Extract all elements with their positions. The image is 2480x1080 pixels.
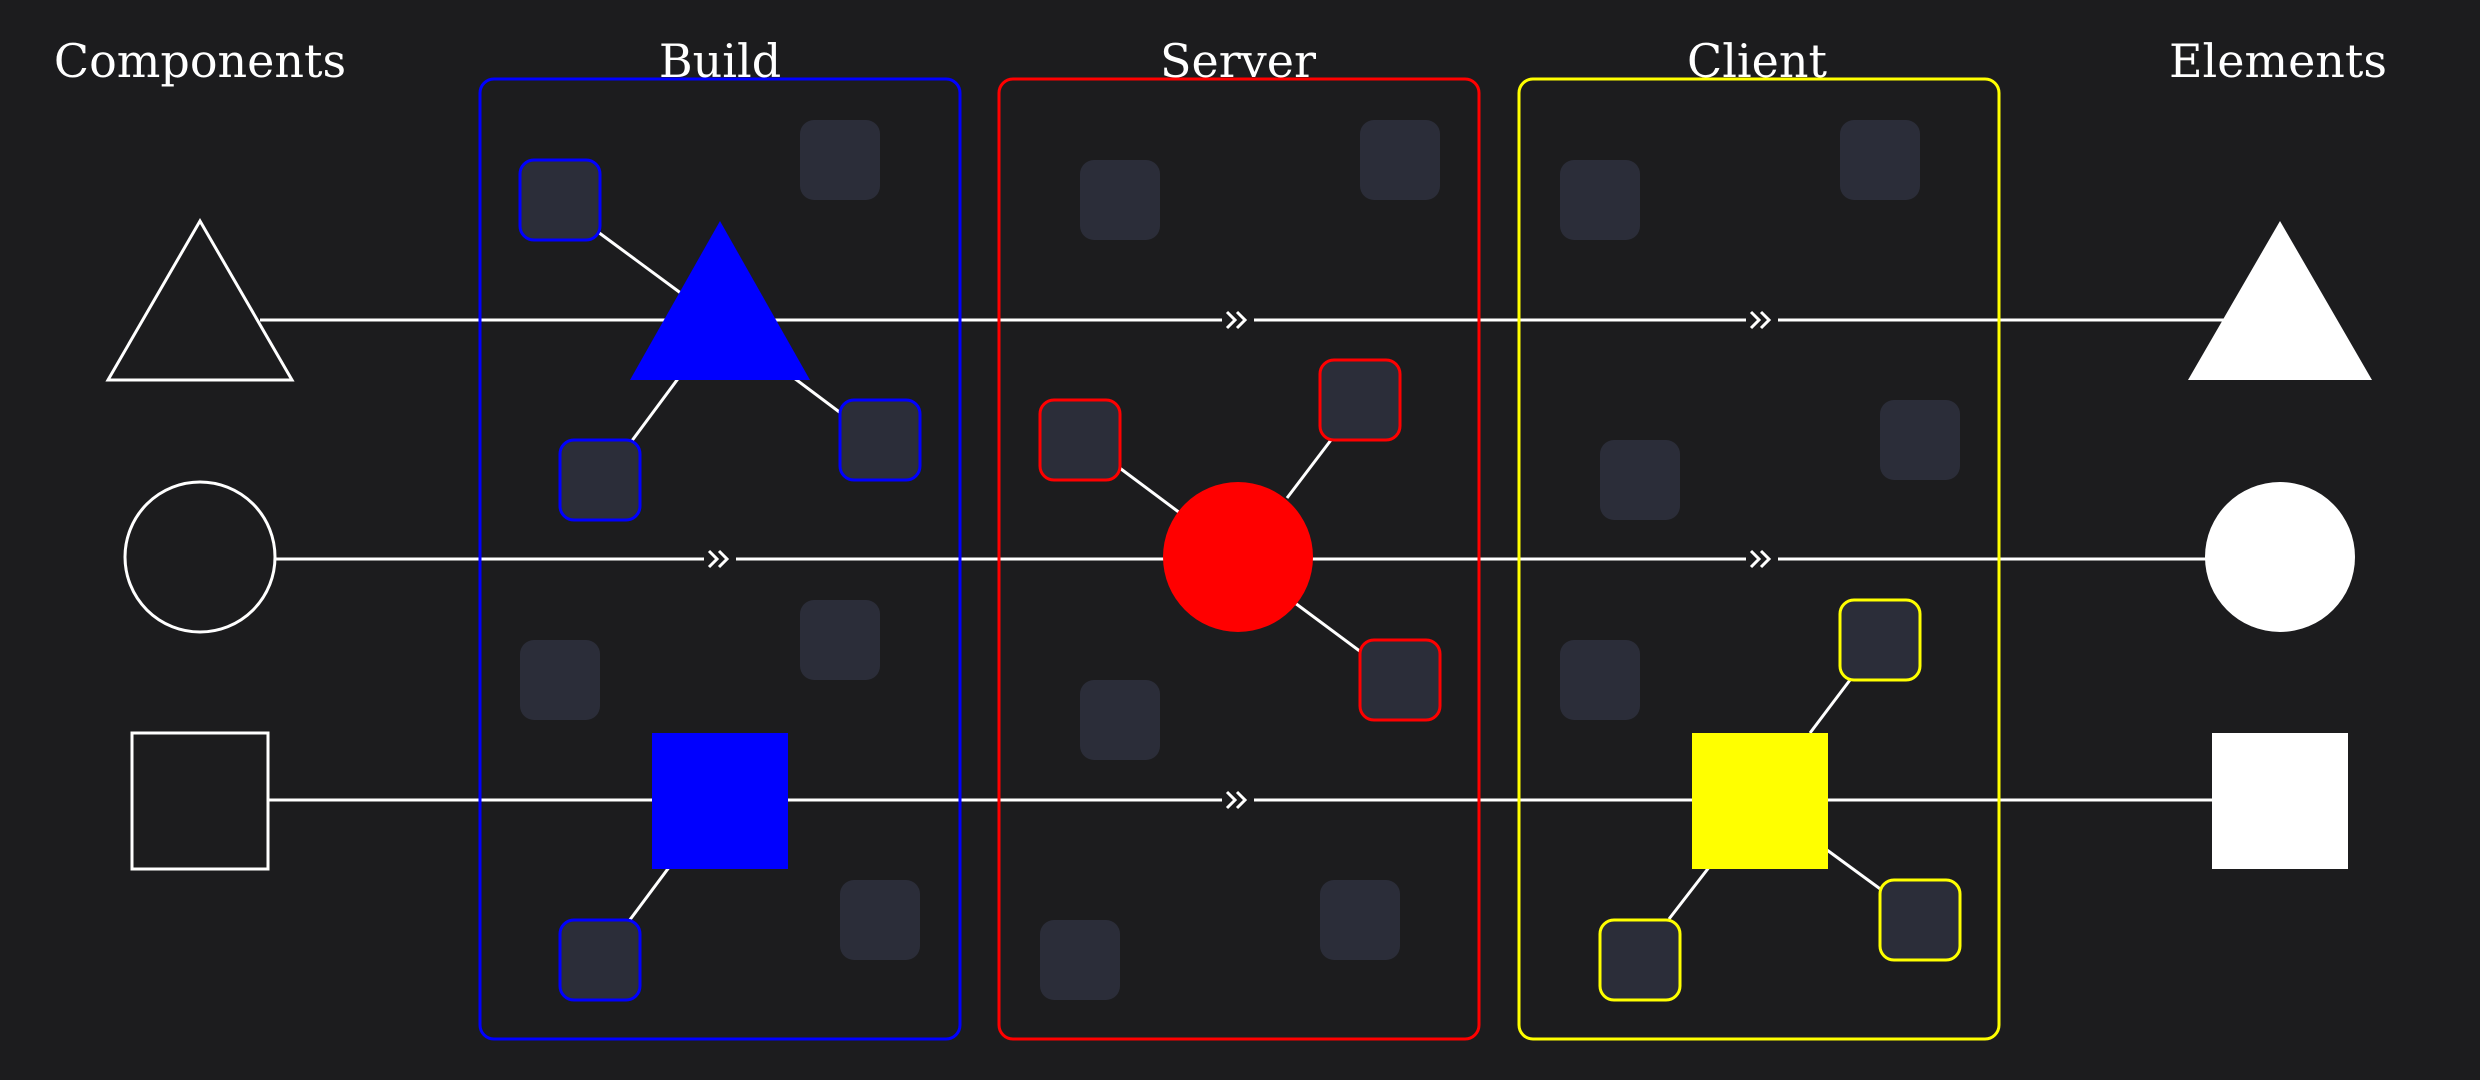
node — [1038, 398, 1122, 482]
double-chevron-icon — [1225, 310, 1248, 330]
node — [1360, 120, 1440, 200]
node — [520, 640, 600, 720]
node — [1358, 638, 1442, 722]
output-shapes — [2188, 221, 2372, 869]
stage-box-server — [997, 77, 1481, 1041]
node — [840, 880, 920, 960]
spoke-server-3 — [1294, 601, 1362, 654]
stage-box-build — [478, 77, 962, 1041]
node — [1040, 920, 1120, 1000]
node — [1080, 160, 1160, 240]
square-outline-icon — [130, 731, 270, 871]
node — [1878, 878, 1962, 962]
node — [518, 158, 602, 242]
stage-shapes — [630, 221, 1828, 869]
client-square-icon — [1692, 733, 1828, 869]
client-nodes — [1560, 120, 1962, 1002]
node — [1880, 400, 1960, 480]
node — [558, 918, 642, 1002]
stage-boxes — [478, 77, 2001, 1041]
spoke-server-2 — [1285, 439, 1333, 499]
double-chevron-icon — [1749, 549, 1772, 569]
server-circle-icon — [1163, 482, 1313, 632]
stage-box-client — [1517, 77, 2001, 1041]
double-chevron-icon — [707, 549, 730, 569]
node — [1600, 440, 1680, 520]
node — [800, 600, 880, 680]
triangle-filled-icon — [2188, 221, 2372, 380]
build-triangle-icon — [630, 221, 810, 380]
node — [1838, 598, 1922, 682]
circle-filled-icon — [2205, 482, 2355, 632]
node — [800, 120, 880, 200]
node — [1080, 680, 1160, 760]
node — [838, 398, 922, 482]
heading-elements: Elements — [2169, 34, 2387, 88]
heading-components: Components — [54, 34, 346, 88]
spoke-build-1 — [597, 230, 683, 296]
connectors — [704, 310, 1778, 810]
triangle-outline-icon — [105, 218, 295, 382]
square-filled-icon — [2212, 733, 2348, 869]
spoke-client-2 — [1667, 865, 1712, 920]
node — [1560, 640, 1640, 720]
node — [1318, 358, 1402, 442]
node — [1560, 160, 1640, 240]
spoke-client-3 — [1826, 848, 1884, 893]
node — [558, 438, 642, 522]
spoke-server-1 — [1116, 464, 1181, 515]
build-nodes — [518, 120, 922, 1002]
node — [1840, 120, 1920, 200]
build-square-icon — [652, 733, 788, 869]
spoke-client-1 — [1808, 679, 1852, 734]
node — [1320, 880, 1400, 960]
node — [1598, 918, 1682, 1002]
spoke-build-4 — [627, 865, 672, 922]
spokes — [597, 230, 1884, 922]
double-chevron-icon — [1225, 790, 1248, 810]
spoke-build-2 — [629, 375, 682, 443]
circle-outline-icon — [123, 480, 277, 634]
double-chevron-icon — [1749, 310, 1772, 330]
input-shapes — [105, 218, 295, 871]
spoke-build-3 — [793, 376, 843, 416]
server-nodes — [1038, 120, 1442, 1000]
